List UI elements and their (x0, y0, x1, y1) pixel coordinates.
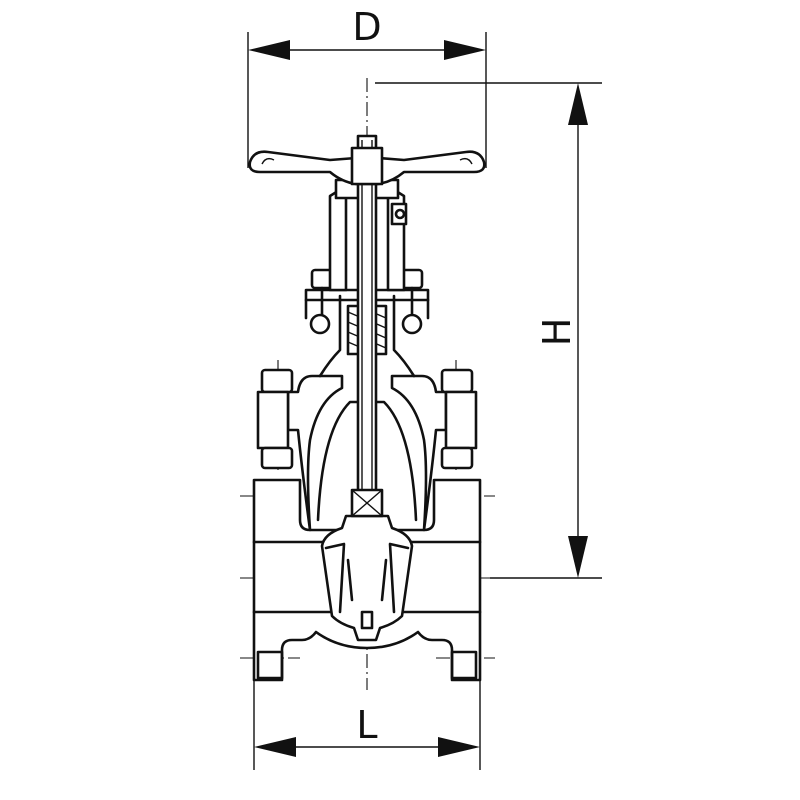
dimension-label-l: L (356, 703, 377, 747)
bonnet-bolts (256, 368, 478, 470)
dimension-l: L (253, 652, 481, 770)
arrow-up-icon (568, 83, 588, 125)
gate-wedge (320, 488, 414, 642)
dimension-d: D (247, 5, 487, 168)
arrow-down-icon (568, 536, 588, 578)
stem (356, 134, 378, 500)
arrow-right-icon (438, 737, 480, 757)
dimension-label-d: D (352, 5, 381, 49)
arrow-left-icon (254, 737, 296, 757)
handwheel (248, 146, 486, 186)
dimension-h: H (375, 82, 602, 579)
arrow-right-icon (444, 40, 486, 60)
arrow-left-icon (248, 40, 290, 60)
dimension-label-h: H (535, 318, 579, 347)
